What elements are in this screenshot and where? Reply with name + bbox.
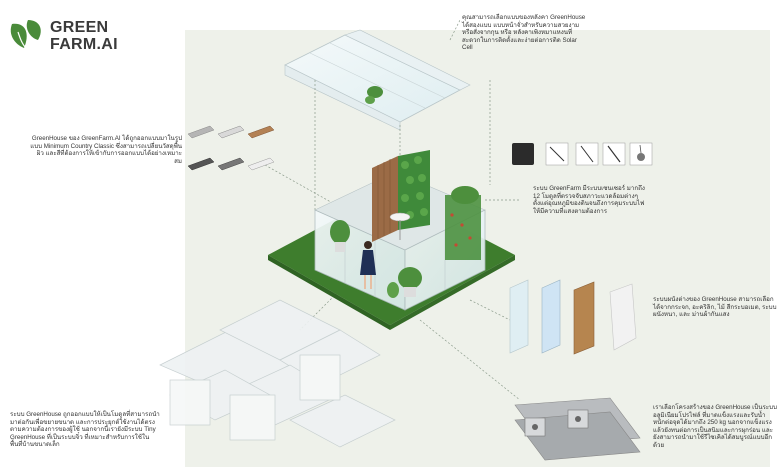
floor-material-swatches bbox=[187, 125, 275, 171]
note-sensor: ระบบ GreenFarm มีระบบเซนเซอร์ มากถึง 12 … bbox=[533, 185, 645, 215]
greenhouse-body bbox=[314, 150, 486, 311]
brand-name: GREEN FARM.AI bbox=[50, 19, 118, 53]
note-frame: เราเลือกโครงสร้างของ GreenHouse เป็นระบบ… bbox=[653, 404, 777, 449]
leaf-logo-icon bbox=[10, 20, 41, 49]
person-figure bbox=[360, 241, 376, 289]
potted-plant-corner bbox=[387, 282, 399, 298]
wall-material-panels bbox=[509, 279, 637, 355]
brand-line-2: FARM.AI bbox=[50, 36, 118, 53]
aluminium-profiles bbox=[514, 397, 641, 461]
potted-plant-front bbox=[398, 267, 422, 297]
roof-module bbox=[284, 29, 471, 131]
note-floor: GreenHouse ของ GreenFarm.AI ได้ถูกออกแบบ… bbox=[30, 135, 182, 165]
brand-logo[interactable]: GREEN FARM.AI bbox=[8, 18, 118, 54]
note-modular: ระบบ GreenHouse ถูกออกแบบให้เป็นโมดูลที่… bbox=[10, 411, 160, 449]
plant-shelf bbox=[445, 195, 481, 260]
round-table bbox=[389, 212, 411, 240]
sensor-modules bbox=[512, 142, 653, 166]
potted-plant-left bbox=[330, 220, 350, 252]
wood-wall-panel bbox=[372, 156, 398, 242]
note-walls: ระบบผนังต่างของ GreenHouse สามารถเลือกได… bbox=[653, 296, 777, 319]
plant-top-right bbox=[451, 186, 479, 204]
note-roof: คุณสามารถเลือกแบบของหลังคา GreenHouse ได… bbox=[462, 14, 586, 52]
modular-greenhouse-grid bbox=[159, 299, 396, 448]
brand-line-1: GREEN bbox=[50, 19, 109, 36]
hanging-plant-roof bbox=[365, 86, 383, 104]
